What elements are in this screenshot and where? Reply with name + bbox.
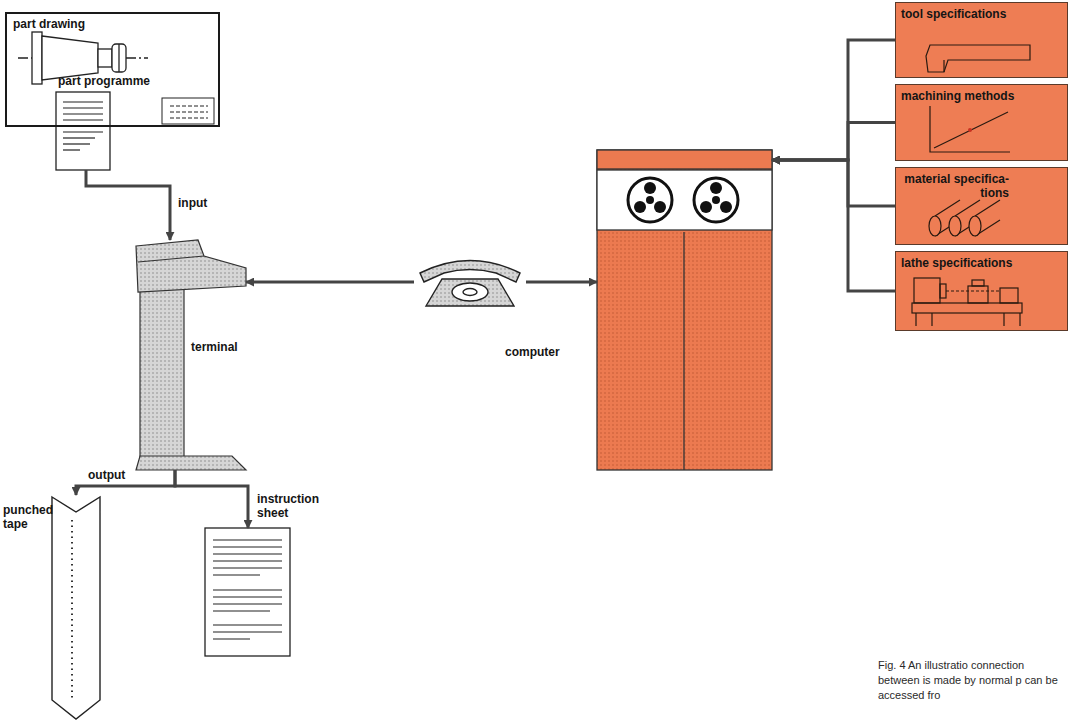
node-label: material specifica- tions (901, 172, 1009, 200)
flow-arrow (246, 281, 597, 284)
instruction-sheet: instruction sheet (205, 528, 290, 656)
lathe-icon (912, 278, 1022, 326)
node-label: part programme (58, 74, 150, 88)
terminal: terminal (135, 240, 246, 470)
node-label: terminal (191, 340, 238, 354)
figure-caption: Fig. 4 An illustratio connection between… (878, 658, 1064, 703)
node-label: machining methods (901, 89, 1014, 103)
flow-arrow (772, 40, 895, 160)
tool-icon (926, 45, 1030, 72)
node-label: lathe specifications (901, 256, 1012, 270)
terminal-drawing (136, 240, 246, 470)
punched-tape (52, 497, 100, 719)
drawing-frame: part drawing (5, 12, 220, 127)
flow-arrow (772, 160, 895, 206)
programme-sheet (56, 92, 110, 170)
flow-arrow (772, 160, 895, 291)
flow-arrow (772, 123, 895, 161)
node-label: punched tape (3, 503, 49, 531)
edge-label: input (176, 196, 209, 210)
computer-cabinet (597, 150, 772, 470)
node-label: part drawing (13, 17, 85, 31)
bar-stock-icon (929, 200, 1000, 236)
telephone-icon (420, 261, 520, 307)
title-block (162, 98, 214, 124)
spec-box-fills (895, 2, 1068, 331)
programme-document: part programme (56, 92, 110, 170)
node-label: computer (505, 345, 560, 359)
instruction-sheet (205, 528, 290, 656)
node-label: instruction sheet (257, 492, 331, 520)
edge-label: output (86, 468, 127, 482)
computer: computer (597, 150, 772, 470)
spec-box: tool specifications (895, 2, 1068, 78)
punched-tape: punched tape (52, 495, 100, 720)
flow-arrow (175, 470, 248, 528)
flow-arrow (86, 170, 170, 240)
spec-box: machining methods (895, 84, 1068, 161)
spec-box: lathe specifications (895, 251, 1068, 331)
spec-box: material specifica- tions (895, 167, 1068, 245)
node-label: tool specifications (901, 7, 1006, 21)
graph-icon (930, 106, 1010, 152)
